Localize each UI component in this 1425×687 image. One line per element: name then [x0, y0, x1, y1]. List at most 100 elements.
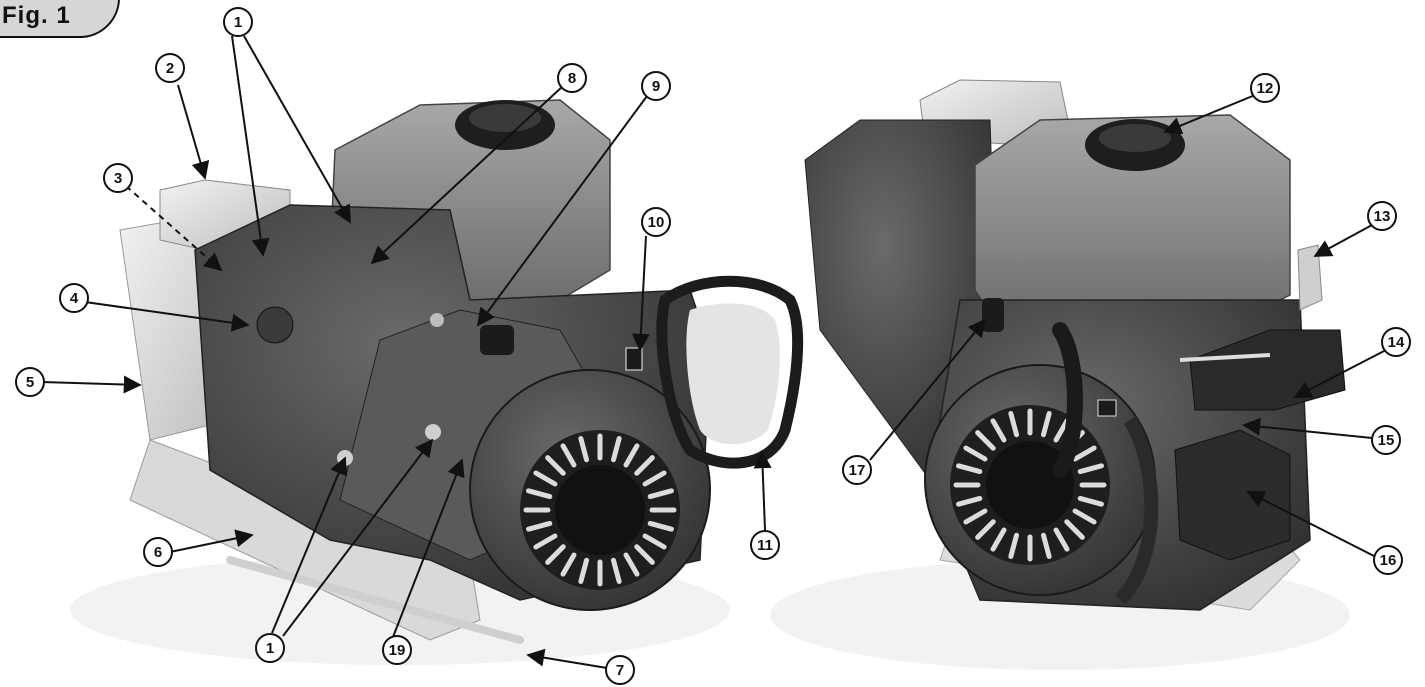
primer: [256, 306, 294, 344]
vent-slot: [1008, 411, 1020, 438]
vent-slot: [963, 445, 988, 462]
switch: [1097, 399, 1117, 417]
fuel-cap-top: [469, 104, 541, 132]
vent-slot: [610, 557, 622, 584]
callout-12: 12: [1250, 73, 1280, 103]
callout-circle: [15, 367, 45, 397]
vent-slot: [545, 544, 566, 565]
callout-13: 13: [1367, 201, 1397, 231]
callout-2: 2: [155, 53, 185, 83]
vent-slot: [560, 552, 577, 577]
vent-slot: [990, 527, 1007, 552]
fuel-cap-top: [1099, 124, 1171, 152]
vent-slot: [1008, 532, 1020, 559]
callout-circle: [557, 63, 587, 93]
vent-slot: [1077, 495, 1104, 507]
callout-18: 1: [255, 633, 285, 663]
vent-slot: [578, 436, 590, 463]
pipe: [1114, 416, 1159, 605]
vent-slot: [956, 463, 983, 475]
callout-label: 11: [757, 537, 773, 554]
muffler: [1174, 429, 1291, 561]
vent-slot: [1040, 532, 1052, 559]
callout-label: 12: [1257, 80, 1274, 97]
callout-label: 2: [166, 60, 174, 77]
callout-label: 16: [1380, 552, 1397, 569]
vent-slot: [623, 552, 640, 577]
callout-label: 1: [234, 14, 242, 31]
callout-circle: [842, 455, 872, 485]
port: [982, 298, 1004, 332]
callout-label: 8: [568, 70, 576, 87]
callout-10: 10: [641, 207, 671, 237]
callout-circle: [1381, 327, 1411, 357]
bolt: [425, 424, 441, 440]
callout-9: 9: [641, 71, 671, 101]
callout-label: 6: [154, 544, 162, 561]
vent-slot: [1077, 463, 1104, 475]
bolt: [430, 313, 444, 327]
callout-circle: [641, 207, 671, 237]
callout-circle: [382, 635, 412, 665]
callout-8: 8: [557, 63, 587, 93]
vent-slot: [1072, 445, 1097, 462]
vent-slot: [956, 495, 983, 507]
drain-rod: [226, 556, 524, 644]
dipstick: [1297, 244, 1323, 311]
vent-slot: [963, 508, 988, 525]
vent-slot: [634, 455, 655, 476]
callout-4: 4: [59, 283, 89, 313]
callout-5: 5: [15, 367, 45, 397]
callout-circle: [641, 71, 671, 101]
callout-7: 7: [605, 655, 635, 685]
starter-vents: [523, 433, 677, 587]
engine-right-view: [770, 79, 1350, 670]
vent-slot: [1072, 508, 1097, 525]
vent-slot: [975, 519, 996, 540]
vent-slot: [560, 443, 577, 468]
callout-3: 3: [103, 163, 133, 193]
callout-14: 14: [1381, 327, 1411, 357]
callout-circle: [605, 655, 635, 685]
callout-6: 6: [143, 537, 173, 567]
callout-label: 13: [1374, 208, 1391, 225]
callout-label: 7: [616, 662, 624, 679]
callout-15: 15: [1371, 425, 1401, 455]
callout-label: 15: [1378, 432, 1395, 449]
callout-label: 14: [1388, 334, 1405, 351]
callout-circle: [143, 537, 173, 567]
vent-slot: [533, 470, 558, 487]
figure-label: Fig. 1: [2, 2, 71, 29]
vent-slot: [1053, 418, 1070, 443]
callout-label: 1: [266, 640, 274, 657]
starter-vents: [953, 408, 1107, 562]
tank-stripe: [1179, 353, 1271, 362]
vent-slot: [642, 470, 667, 487]
vent-slot: [533, 533, 558, 550]
starter-rope-handle: [1052, 322, 1083, 478]
callout-label: 17: [849, 462, 866, 479]
vent-slot: [623, 443, 640, 468]
callout-17: 17: [842, 455, 872, 485]
callout-label: 5: [26, 374, 34, 391]
callout-circle: [1371, 425, 1401, 455]
callout-label: 19: [389, 642, 406, 659]
vent-slot: [975, 430, 996, 451]
starter-handle: [656, 275, 804, 469]
vent-slot: [1040, 411, 1052, 438]
vent-slot: [545, 455, 566, 476]
vent-slot: [610, 436, 622, 463]
callout-label: 10: [648, 214, 665, 231]
vent-slot: [634, 544, 655, 565]
vent-slot: [526, 520, 553, 532]
choke-port: [480, 325, 514, 355]
starter-hub: [555, 465, 645, 555]
vent-slot: [526, 488, 553, 500]
vent-slot: [578, 557, 590, 584]
starter-handle-grip: [686, 303, 780, 445]
callout-circle: [255, 633, 285, 663]
vent-slot: [647, 488, 674, 500]
callout-circle: [750, 530, 780, 560]
